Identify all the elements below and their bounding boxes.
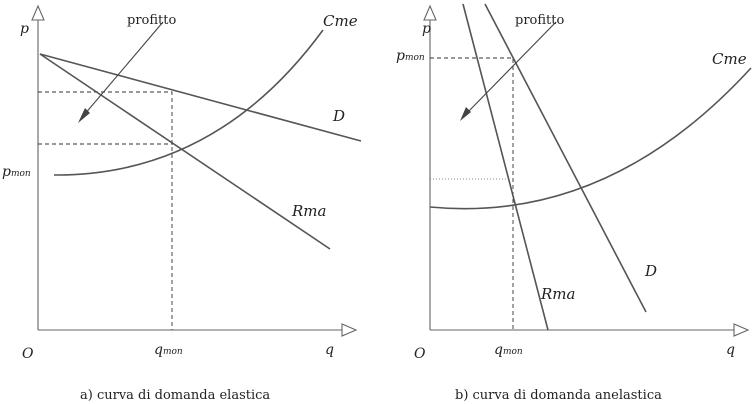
panel-a-profit-arrow-head-icon (78, 108, 90, 123)
panel-b-quantity-mon-label: qmon (494, 342, 523, 358)
panel-b-profit-arrow-head-icon (460, 107, 471, 121)
panel-b-y-axis-label: p (422, 21, 431, 37)
panel-b-profit-label: profitto (515, 13, 564, 28)
panel-a-average-cost-curve (53, 29, 324, 176)
panel-a-marginal-revenue-curve (39, 53, 331, 250)
panel-a-profit-arrow (83, 21, 164, 116)
panel-b: p q O profitto Cme D Rma pmon qmon b) cu… (396, 3, 752, 403)
panel-a-y-axis-label: p (20, 21, 29, 37)
panel-a-x-axis-arrow-icon (341, 323, 358, 337)
panel-b-profit-arrow (465, 21, 557, 115)
panel-b-origin-label: O (414, 346, 426, 362)
panel-b-caption: b) curva di domanda anelastica (455, 388, 662, 403)
panel-a-y-axis-arrow-icon (31, 4, 45, 21)
panel-a-price-guide (38, 91, 173, 330)
panel-a-caption: a) curva di domanda elastica (80, 388, 270, 403)
panel-b-demand-curve (484, 3, 647, 313)
panel-b-x-axis-arrow-icon (733, 323, 750, 337)
panel-b-rma-label: Rma (540, 285, 575, 303)
panel-a-origin-label: O (22, 346, 34, 362)
panel-b-average-cost-curve (429, 67, 752, 210)
panel-b-d-label: D (644, 262, 657, 280)
panel-b-cme-label: Cme (712, 50, 747, 68)
panel-a-demand-curve (39, 53, 362, 142)
panel-b-marginal-revenue-curve (462, 3, 549, 331)
panel-b-price-guide (430, 57, 514, 330)
panel-b-price-mon-label: pmon (396, 48, 425, 64)
panel-a-x-axis-label: q (325, 342, 334, 358)
panel-b-y-axis-arrow-icon (423, 4, 437, 21)
panel-a-rma-label: Rma (291, 202, 326, 220)
panel-a: p q O profitto Cme D Rma pmon qmon a) cu… (2, 4, 362, 403)
panel-b-x-axis-label: q (726, 342, 735, 358)
panel-a-profit-label: profitto (127, 13, 176, 28)
panel-a-cme-label: Cme (323, 12, 358, 30)
panel-a-quantity-mon-label: qmon (154, 342, 183, 358)
panel-a-price-mon-label: pmon (2, 164, 31, 180)
panel-a-d-label: D (332, 107, 345, 125)
